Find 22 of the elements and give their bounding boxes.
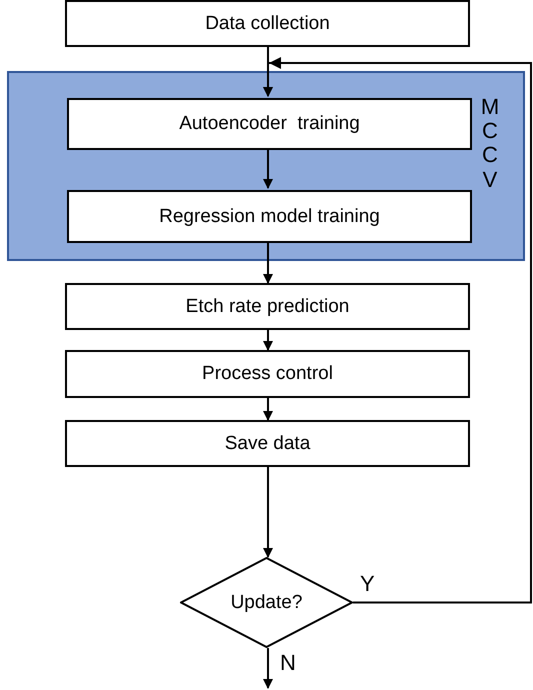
- step-label: Regression model training: [159, 206, 380, 228]
- step-label: Autoencoder training: [179, 113, 360, 135]
- process-box: [65, 283, 470, 330]
- vertical-label: MCCV: [480, 95, 500, 192]
- arrow: [263, 467, 273, 558]
- process-box: [65, 0, 470, 47]
- arrow: [263, 148, 273, 189]
- arrow: [263, 241, 273, 284]
- arrow: [263, 57, 532, 604]
- process-box: [67, 98, 472, 150]
- step-label: Process control: [202, 363, 333, 385]
- step-label: Update?: [230, 592, 302, 614]
- group-panel: [7, 71, 525, 261]
- arrow: [263, 398, 273, 421]
- step-label: Etch rate prediction: [186, 296, 350, 318]
- process-box: [67, 190, 472, 243]
- process-box: [65, 350, 470, 398]
- process-box: [65, 420, 470, 467]
- arrow: [263, 330, 273, 351]
- step-label: Data collection: [205, 12, 330, 34]
- arrow: [263, 648, 273, 689]
- step-label: Save data: [224, 432, 310, 454]
